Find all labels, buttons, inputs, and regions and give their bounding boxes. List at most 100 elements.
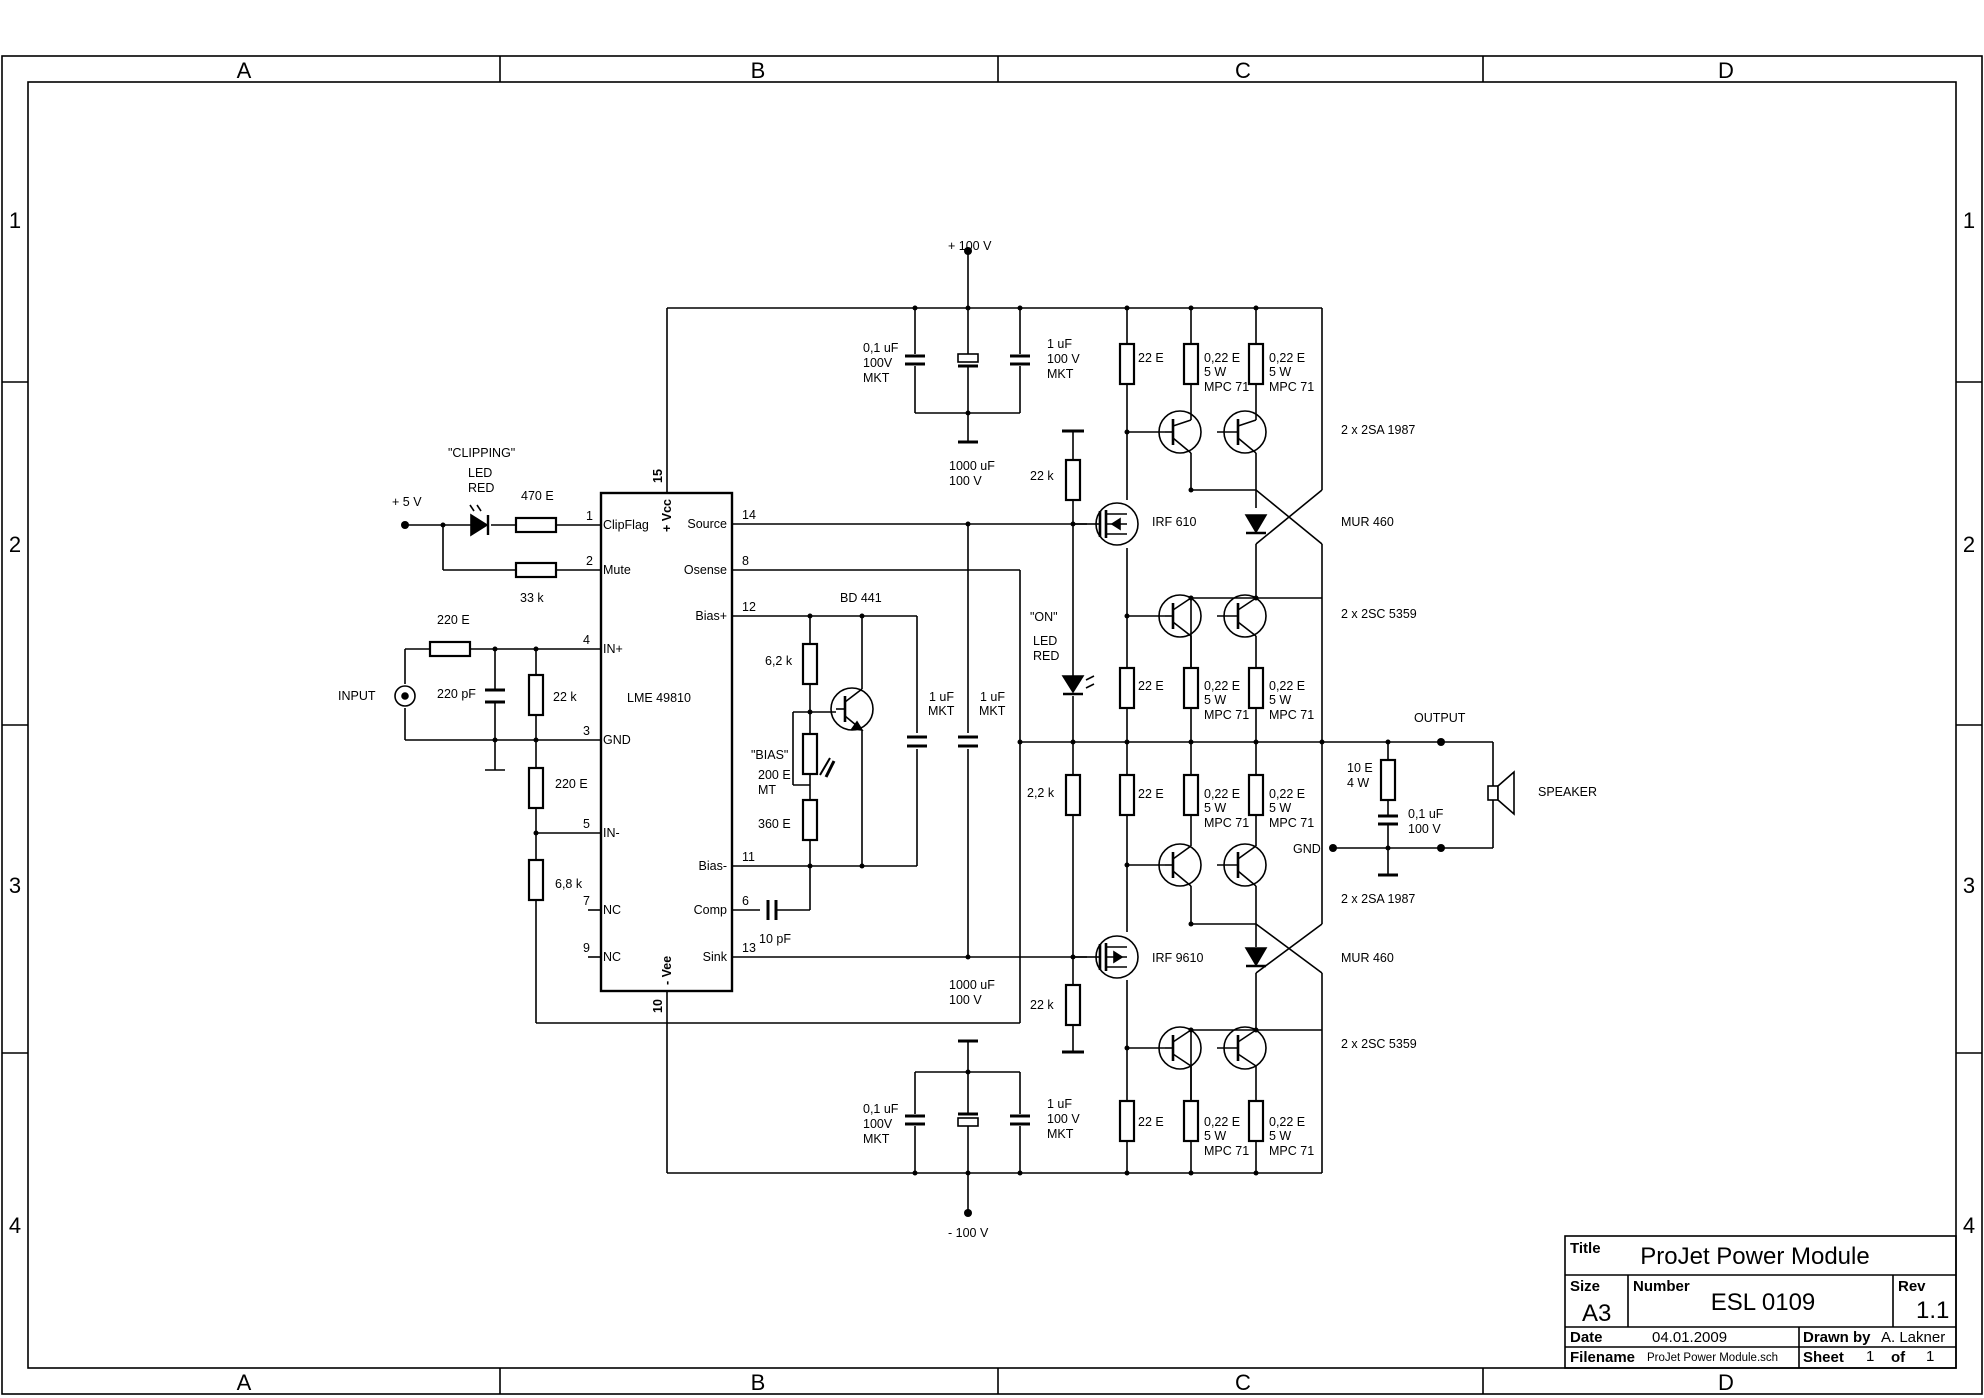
zone-labels: A B C D A B C D 1 2 3 4 1 2 3 4 (9, 58, 1975, 1395)
resistors-input (428, 516, 558, 902)
label-cap-bottom-right-voltage: 100 V (1047, 1112, 1080, 1126)
pin-num-7: 7 (583, 894, 590, 908)
label-on: "ON" (1030, 610, 1058, 624)
chip-output-wiring (732, 523, 1087, 958)
pin-num-13: 13 (742, 941, 756, 955)
of-label: of (1891, 1349, 1906, 1366)
pin-num-12: 12 (742, 600, 756, 614)
label-cap-top-right-type: MKT (1047, 367, 1074, 381)
pin-num-2: 2 (586, 554, 593, 568)
label-r33k: 33 k (520, 591, 544, 605)
pin-name-nc-7: NC (603, 903, 621, 917)
label-mur460-top: MUR 460 (1341, 515, 1394, 529)
label-mur460-bottom: MUR 460 (1341, 951, 1394, 965)
row-label-3: 3 (9, 873, 21, 898)
pin-name-clipflag: ClipFlag (603, 518, 649, 532)
chip-body (599, 308, 734, 1173)
label-cap-bottom-left-voltage: 100V (863, 1117, 893, 1131)
label-zobel-cap: 0,1 uF (1408, 807, 1444, 821)
drawing-date: 04.01.2009 (1652, 1329, 1727, 1346)
drawn-by-label: Drawn by (1803, 1329, 1871, 1346)
pin-num-5: 5 (583, 817, 590, 831)
filename: ProJet Power Module.sch (1647, 1352, 1778, 1364)
label-re-a1: 0,22 E (1204, 351, 1240, 365)
pin-name-vcc: + Vcc (660, 499, 674, 532)
label-r22e-3: 22 E (1138, 787, 1164, 801)
on-led (1061, 675, 1095, 696)
date-label: Date (1570, 1329, 1603, 1346)
mosfet-irf610 (1087, 502, 1139, 546)
label-q-2sc5359-bottom: 2 x 2SC 5359 (1341, 1037, 1417, 1051)
drawn-by: A. Lakner (1881, 1329, 1945, 1346)
sheet-border (1, 55, 1983, 1395)
column-label-b: B (751, 58, 766, 83)
column-label-b-bottom: B (751, 1370, 766, 1395)
label-supply-5v: + 5 V (392, 495, 422, 509)
label-re-e3: MPC 71 (1204, 816, 1249, 830)
label-input: INPUT (338, 689, 376, 703)
label-c1uf-b: 1 uF (980, 690, 1005, 704)
label-re-h3: MPC 71 (1269, 1144, 1314, 1158)
output-transistors (1158, 410, 1267, 1101)
sheet-number: 1 (1866, 1348, 1874, 1365)
pin-num-6: 6 (742, 894, 749, 908)
label-cap-top-left-type: MKT (863, 371, 890, 385)
label-r22e-4: 22 E (1138, 1115, 1164, 1129)
pin-num-1: 1 (586, 509, 593, 523)
label-rail-positive: + 100 V (948, 239, 992, 253)
label-clip-led: LED (468, 466, 492, 480)
pin-num-11: 11 (742, 850, 755, 864)
column-label-a: A (237, 58, 252, 83)
label-r220-input: 220 E (437, 613, 470, 627)
label-re-f2: 5 W (1269, 801, 1291, 815)
label-re-c3: MPC 71 (1204, 708, 1249, 722)
label-bias: "BIAS" (751, 748, 788, 762)
label-pot-value: 200 E (758, 768, 791, 782)
row-label-3-right: 3 (1963, 873, 1975, 898)
output-resistors (1064, 342, 1265, 1143)
title-label: Title (1570, 1240, 1601, 1257)
label-re-b3: MPC 71 (1269, 380, 1314, 394)
label-re-d3: MPC 71 (1269, 708, 1314, 722)
label-elko-top: 1000 uF (949, 459, 995, 473)
label-r220-feedback: 220 E (555, 777, 588, 791)
column-label-c-bottom: C (1235, 1370, 1251, 1395)
pin-name-source: Source (687, 517, 727, 531)
label-cap-bottom-left: 0,1 uF (863, 1102, 899, 1116)
pin-name-mute: Mute (603, 563, 631, 577)
label-r22e-2: 22 E (1138, 679, 1164, 693)
label-elko-bottom: 1000 uF (949, 978, 995, 992)
title-block-text: Title ProJet Power Module Size A3 Number… (1570, 1240, 1949, 1366)
drawing-number: ESL 0109 (1711, 1289, 1816, 1316)
chip-name: LME 49810 (627, 691, 691, 705)
label-clipping: "CLIPPING" (448, 446, 515, 460)
number-label: Number (1633, 1278, 1690, 1295)
row-label-4-right: 4 (1963, 1213, 1975, 1238)
label-gnd: GND (1293, 842, 1321, 856)
label-re-b2: 5 W (1269, 365, 1291, 379)
label-re-h1: 0,22 E (1269, 1115, 1305, 1129)
label-re-c1: 0,22 E (1204, 679, 1240, 693)
label-cap-bottom-right: 1 uF (1047, 1097, 1072, 1111)
label-re-g1: 0,22 E (1204, 1115, 1240, 1129)
row-label-2: 2 (9, 532, 21, 557)
title-block-frame (1564, 1235, 1957, 1369)
sheet-total: 1 (1926, 1348, 1934, 1365)
filename-label: Filename (1570, 1349, 1635, 1366)
label-c1uf-a: 1 uF (929, 690, 954, 704)
input-wiring (404, 524, 1021, 1024)
label-clip-led-color: RED (468, 481, 494, 495)
pin-num-14: 14 (742, 508, 756, 522)
pin-name-sink: Sink (703, 950, 728, 964)
pin-num-8: 8 (742, 554, 749, 568)
sheet-label: Sheet (1803, 1349, 1844, 1366)
clipping-led (469, 504, 490, 537)
label-r470: 470 E (521, 489, 554, 503)
input-jack (394, 685, 416, 707)
pin-name-osense: Osense (684, 563, 727, 577)
capacitor-220pf (485, 688, 505, 704)
label-bd441: BD 441 (840, 591, 882, 605)
label-elko-top-voltage: 100 V (949, 474, 982, 488)
row-label-4: 4 (9, 1213, 21, 1238)
